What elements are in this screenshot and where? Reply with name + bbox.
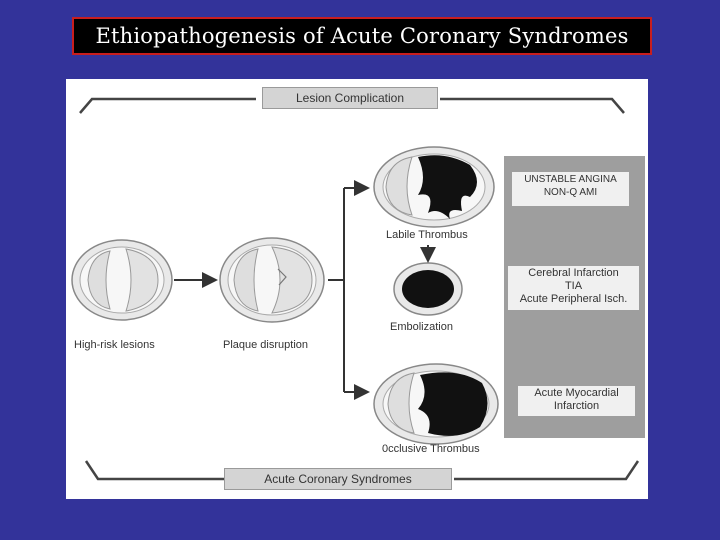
occlusive-thrombus-mass — [418, 372, 488, 436]
occlusive-thrombus-label: 0cclusive Thrombus — [382, 443, 480, 455]
slide-title: Ethiopathogenesis of Acute Coronary Synd… — [95, 24, 629, 48]
cerebral-line3: Acute Peripheral Isch. — [519, 293, 628, 305]
unstable-angina-box: UNSTABLE ANGINA NON-Q AMI — [512, 172, 629, 206]
cerebral-line1: Cerebral Infarction — [528, 267, 619, 279]
high-risk-vessel-icon — [71, 239, 173, 321]
unstable-angina-line1: UNSTABLE ANGINA — [524, 174, 617, 185]
diagram-graphics — [71, 97, 640, 481]
labile-thrombus-mass — [418, 155, 477, 219]
occlusive-thrombus-vessel-icon — [373, 363, 499, 445]
plaque-disruption-vessel-icon — [219, 237, 325, 323]
slide-title-box: Ethiopathogenesis of Acute Coronary Synd… — [72, 17, 652, 55]
ami-line1: Acute Myocardial — [534, 387, 619, 399]
lesion-complication-banner: Lesion Complication — [262, 87, 438, 109]
pathogenesis-figure: Lesion Complication Acute Coronary Syndr… — [66, 79, 648, 499]
high-risk-lesions-label: High-risk lesions — [74, 339, 155, 351]
acute-mi-box: Acute Myocardial Infarction — [518, 386, 635, 416]
top-bracket-line — [79, 97, 625, 114]
acute-coronary-syndromes-banner: Acute Coronary Syndromes — [224, 468, 452, 490]
embolization-vessel-icon — [393, 262, 463, 316]
clinical-outcomes-panel: UNSTABLE ANGINA NON-Q AMI Cerebral Infar… — [504, 156, 645, 438]
labile-thrombus-label: Labile Thrombus — [386, 229, 468, 241]
unstable-angina-line2: NON-Q AMI — [543, 187, 598, 198]
cerebral-infarction-box: Cerebral Infarction TIA Acute Peripheral… — [508, 266, 639, 310]
plaque-disruption-label: Plaque disruption — [223, 339, 309, 351]
ami-line2: Infarction — [553, 400, 600, 412]
bottom-bracket-line — [84, 460, 640, 481]
cerebral-line2: TIA — [564, 280, 583, 292]
embolization-label: Embolization — [390, 321, 453, 333]
labile-thrombus-vessel-icon — [373, 146, 495, 228]
